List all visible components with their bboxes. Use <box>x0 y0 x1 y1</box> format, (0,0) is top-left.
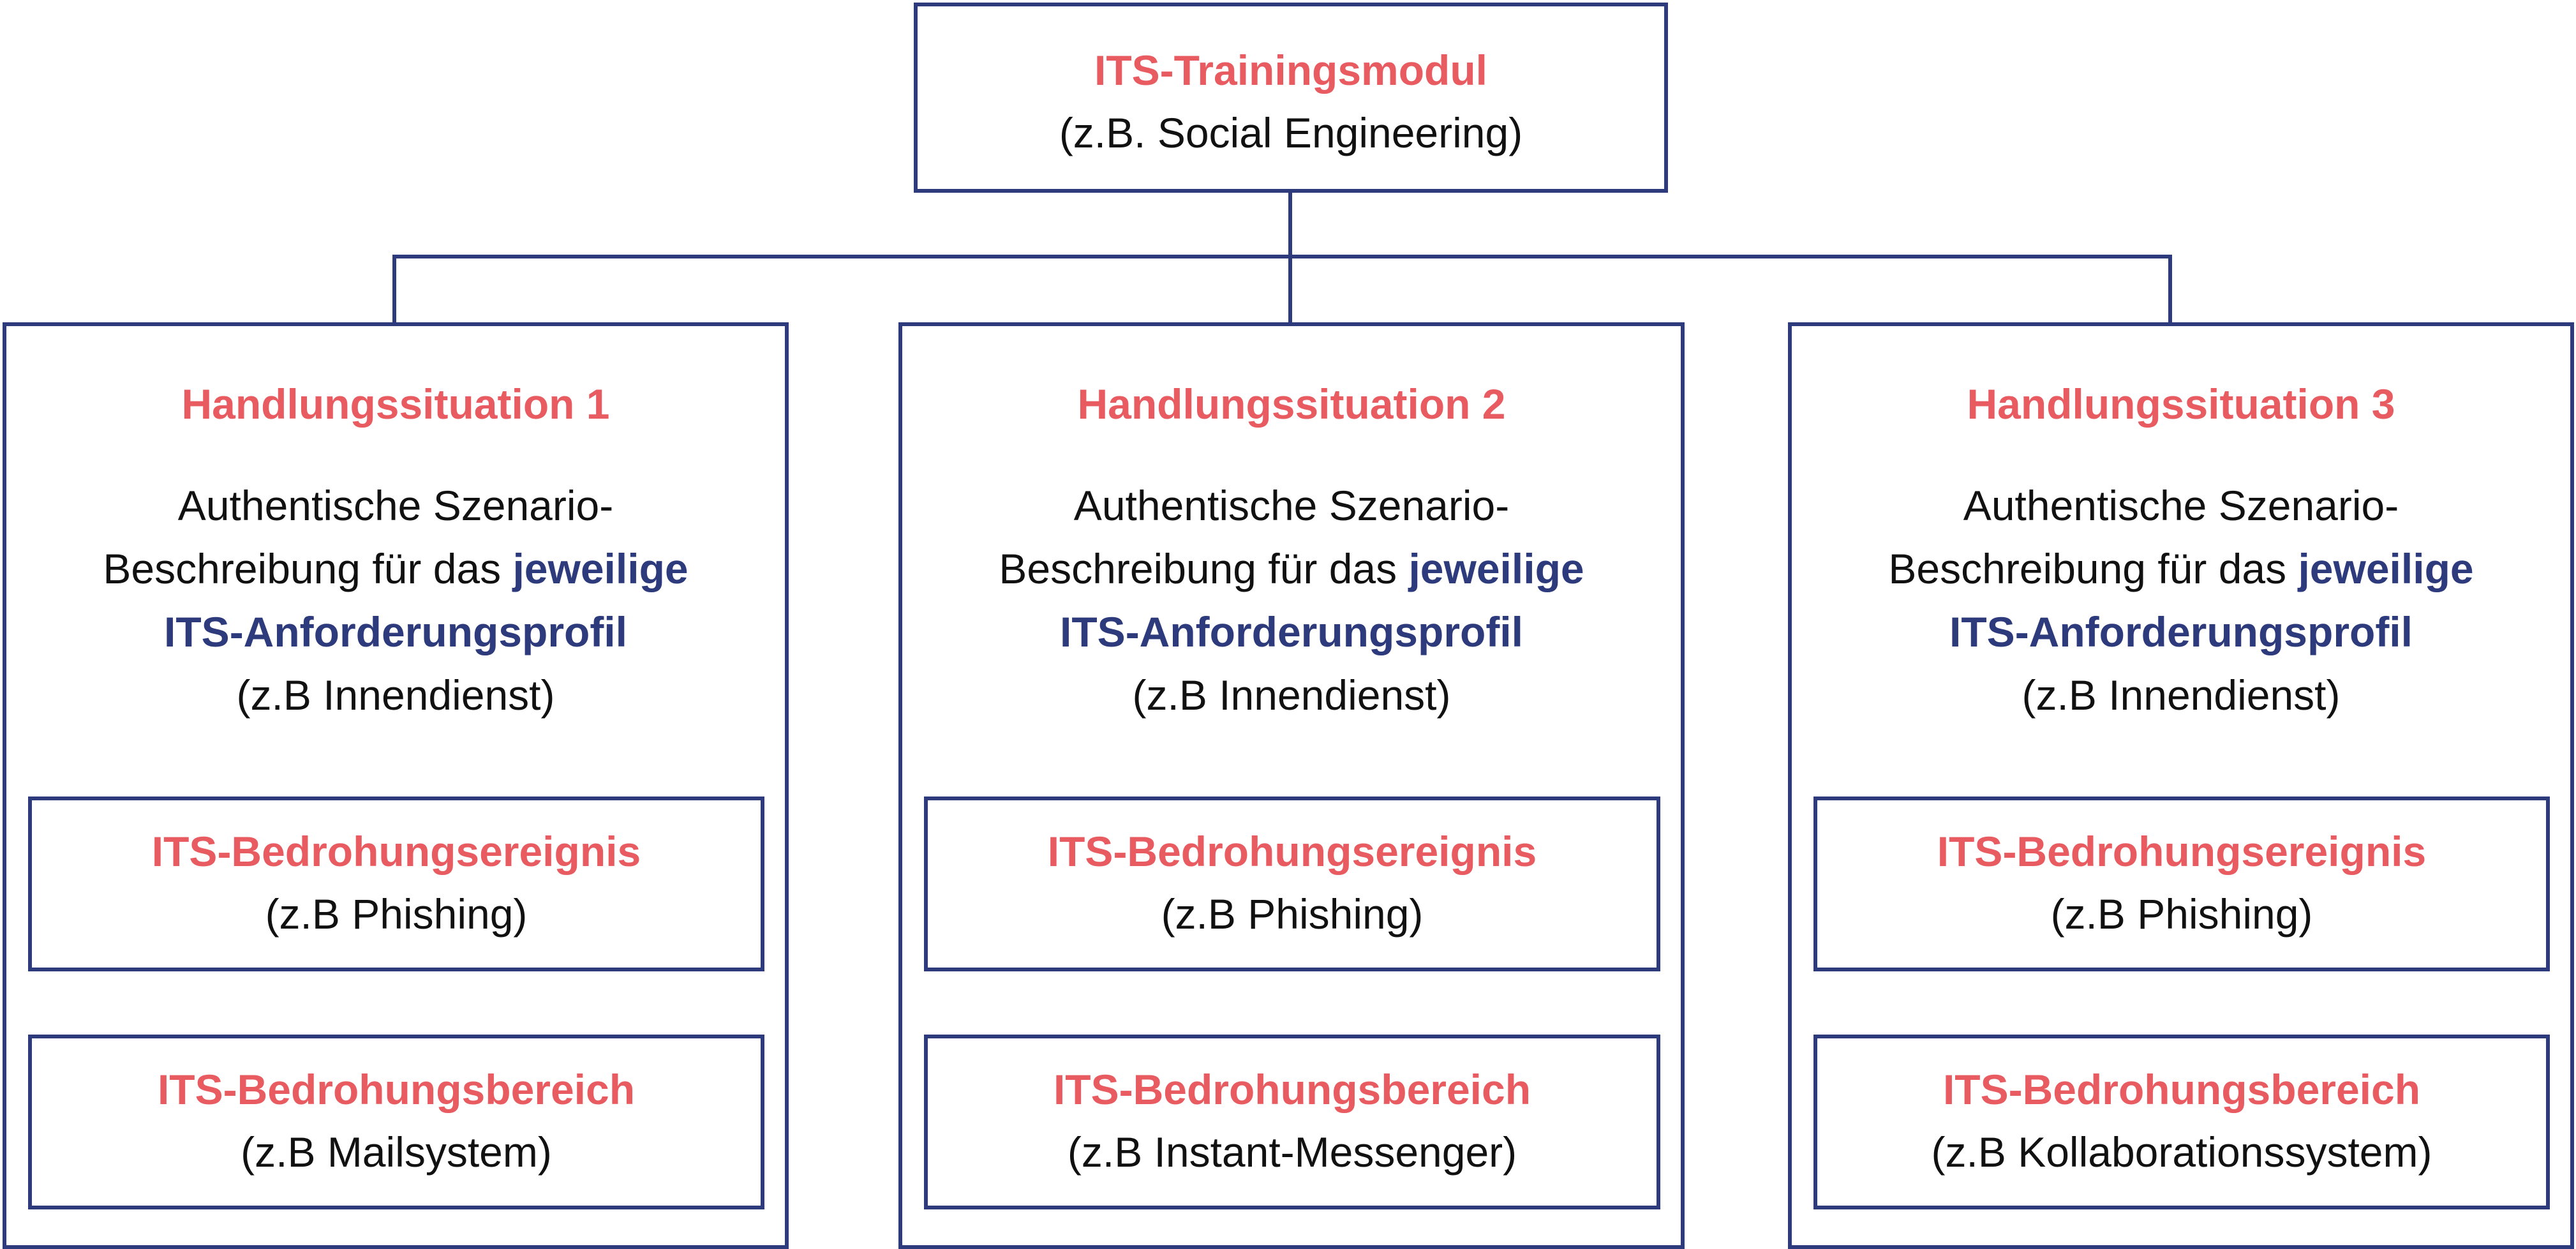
threat-area-title: ITS-Bedrohungsbereich <box>1053 1066 1531 1113</box>
desc-line-2-emphasis: jeweilige <box>2298 545 2474 592</box>
situation-title: Handlungssituation 3 <box>1967 380 2395 428</box>
desc-line-2: Beschreibung für das jeweilige <box>1792 537 2570 601</box>
desc-line-3-emphasis: ITS-Anforderungsprofil <box>1060 608 1523 655</box>
situation-box-1: Handlungssituation 1 Authentische Szenar… <box>3 322 789 1249</box>
desc-line-2-text: Beschreibung für das <box>103 545 513 592</box>
desc-line-4: (z.B Innendienst) <box>1132 671 1451 719</box>
training-module-example: (z.B. Social Engineering) <box>1059 109 1523 156</box>
threat-area-example: (z.B Instant-Messenger) <box>1067 1128 1517 1176</box>
desc-line-2-text: Beschreibung für das <box>999 545 1409 592</box>
threat-event-box: ITS-Bedrohungsereignis (z.B Phishing) <box>28 797 764 971</box>
threat-area-box: ITS-Bedrohungsbereich (z.B Instant-Messe… <box>924 1035 1660 1209</box>
connector-middle-vertical <box>1288 255 1292 322</box>
situation-description: Authentische Szenario- Beschreibung für … <box>1792 474 2570 727</box>
desc-line-2-emphasis: jeweilige <box>1408 545 1584 592</box>
threat-area-example: (z.B Mailsystem) <box>241 1128 552 1176</box>
situation-description: Authentische Szenario- Beschreibung für … <box>902 474 1681 727</box>
threat-area-title: ITS-Bedrohungsbereich <box>1942 1066 2421 1113</box>
connector-horizontal <box>392 255 2172 258</box>
desc-line-3-emphasis: ITS-Anforderungsprofil <box>1949 608 2413 655</box>
desc-line-1: Authentische Szenario- <box>1963 482 2399 529</box>
desc-line-2: Beschreibung für das jeweilige <box>902 537 1681 601</box>
situation-title: Handlungssituation 1 <box>181 380 610 428</box>
desc-line-4: (z.B Innendienst) <box>2021 671 2341 719</box>
desc-line-2-text: Beschreibung für das <box>1888 545 2298 592</box>
training-module-box: ITS-Trainingsmodul (z.B. Social Engineer… <box>914 3 1668 193</box>
threat-event-title: ITS-Bedrohungsereignis <box>1937 828 2427 875</box>
threat-event-example: (z.B Phishing) <box>2050 890 2313 938</box>
threat-event-example: (z.B Phishing) <box>1161 890 1424 938</box>
threat-event-box: ITS-Bedrohungsereignis (z.B Phishing) <box>924 797 1660 971</box>
threat-event-title: ITS-Bedrohungsereignis <box>151 828 641 875</box>
desc-line-3-emphasis: ITS-Anforderungsprofil <box>164 608 627 655</box>
threat-event-title: ITS-Bedrohungsereignis <box>1047 828 1537 875</box>
threat-area-title: ITS-Bedrohungsbereich <box>157 1066 636 1113</box>
situation-title: Handlungssituation 2 <box>1077 380 1506 428</box>
desc-line-1: Authentische Szenario- <box>177 482 614 529</box>
connector-top-vertical <box>1288 193 1292 257</box>
threat-event-example: (z.B Phishing) <box>265 890 528 938</box>
threat-area-box: ITS-Bedrohungsbereich (z.B Mailsystem) <box>28 1035 764 1209</box>
situation-box-3: Handlungssituation 3 Authentische Szenar… <box>1788 322 2574 1249</box>
desc-line-4: (z.B Innendienst) <box>236 671 555 719</box>
situation-box-2: Handlungssituation 2 Authentische Szenar… <box>898 322 1685 1249</box>
desc-line-2: Beschreibung für das jeweilige <box>6 537 785 601</box>
connector-right-vertical <box>2168 255 2172 322</box>
connector-left-vertical <box>392 255 396 322</box>
threat-area-example: (z.B Kollaborationssystem) <box>1931 1128 2432 1176</box>
situation-description: Authentische Szenario- Beschreibung für … <box>6 474 785 727</box>
training-module-title: ITS-Trainingsmodul <box>1094 47 1487 94</box>
threat-area-box: ITS-Bedrohungsbereich (z.B Kollaboration… <box>1813 1035 2550 1209</box>
threat-event-box: ITS-Bedrohungsereignis (z.B Phishing) <box>1813 797 2550 971</box>
desc-line-1: Authentische Szenario- <box>1073 482 1510 529</box>
desc-line-2-emphasis: jeweilige <box>512 545 689 592</box>
